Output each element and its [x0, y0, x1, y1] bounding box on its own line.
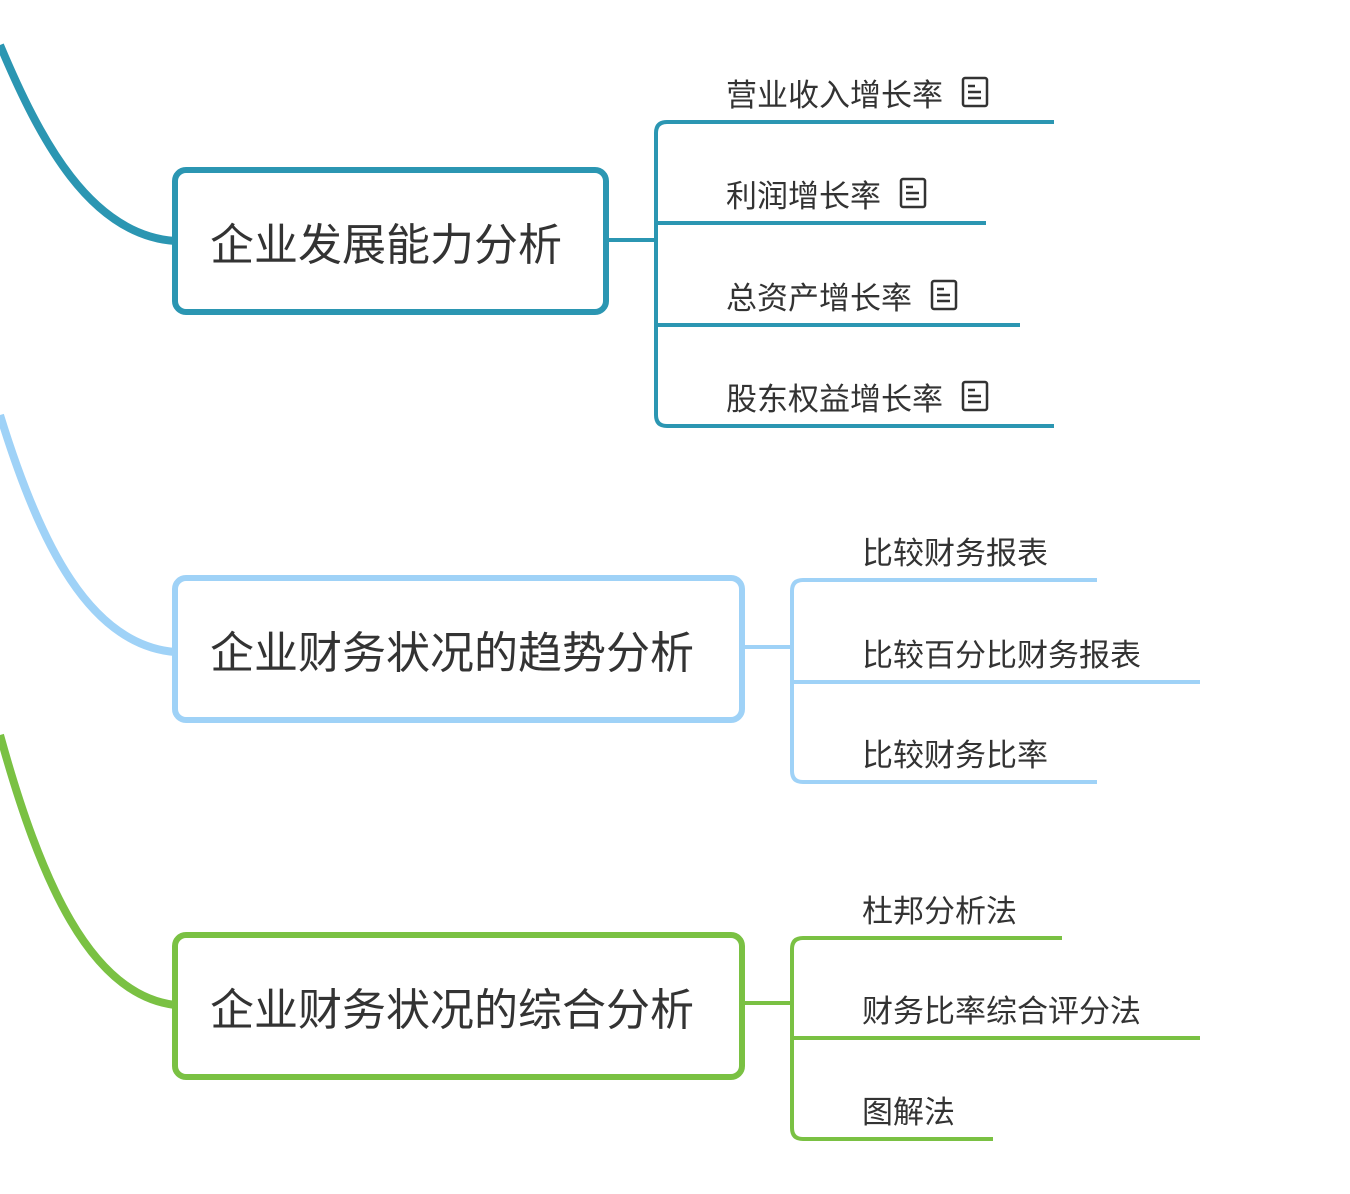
note-icon[interactable] — [899, 177, 927, 209]
note-icon[interactable] — [961, 380, 989, 412]
branch3-connectors — [741, 936, 1200, 1141]
branch-node-comprehensive[interactable]: 企业财务状况的综合分析 — [172, 932, 745, 1080]
leaf-label: 股东权益增长率 — [726, 381, 943, 418]
leaf-label: 总资产增长率 — [726, 280, 912, 317]
branch-title: 企业财务状况的综合分析 — [210, 985, 694, 1036]
leaf-comparative-statements[interactable]: 比较财务报表 — [862, 528, 1048, 572]
leaf-ratio-scoring[interactable]: 财务比率综合评分法 — [862, 986, 1141, 1030]
leaf-label: 财务比率综合评分法 — [862, 993, 1141, 1030]
note-icon[interactable] — [961, 76, 989, 108]
root-curve-2 — [0, 413, 176, 656]
leaf-comparative-ratios[interactable]: 比较财务比率 — [862, 730, 1048, 774]
branch-node-trend[interactable]: 企业财务状况的趋势分析 — [172, 575, 745, 723]
leaf-label: 比较财务比率 — [862, 737, 1048, 774]
leaf-label: 图解法 — [862, 1094, 955, 1131]
leaf-comparative-percentage-statements[interactable]: 比较百分比财务报表 — [862, 630, 1141, 674]
note-icon[interactable] — [930, 279, 958, 311]
leaf-profit-growth[interactable]: 利润增长率 — [726, 171, 927, 215]
leaf-total-assets-growth[interactable]: 总资产增长率 — [726, 273, 958, 317]
leaf-label: 比较财务报表 — [862, 535, 1048, 572]
root-curve-1 — [0, 43, 176, 245]
branch-title: 企业财务状况的趋势分析 — [210, 628, 694, 679]
leaf-label: 利润增长率 — [726, 178, 881, 215]
branch-node-development[interactable]: 企业发展能力分析 — [172, 167, 609, 315]
leaf-label: 营业收入增长率 — [726, 77, 943, 114]
leaf-graphic-method[interactable]: 图解法 — [862, 1087, 955, 1131]
leaf-equity-growth[interactable]: 股东权益增长率 — [726, 374, 989, 418]
branch2-connectors — [741, 578, 1200, 784]
leaf-dupont[interactable]: 杜邦分析法 — [862, 886, 1017, 930]
leaf-revenue-growth[interactable]: 营业收入增长率 — [726, 70, 989, 114]
branch1-connectors — [605, 120, 1054, 428]
leaf-label: 比较百分比财务报表 — [862, 637, 1141, 674]
root-curve-3 — [0, 733, 176, 1009]
leaf-label: 杜邦分析法 — [862, 893, 1017, 930]
branch-title: 企业发展能力分析 — [210, 220, 562, 271]
